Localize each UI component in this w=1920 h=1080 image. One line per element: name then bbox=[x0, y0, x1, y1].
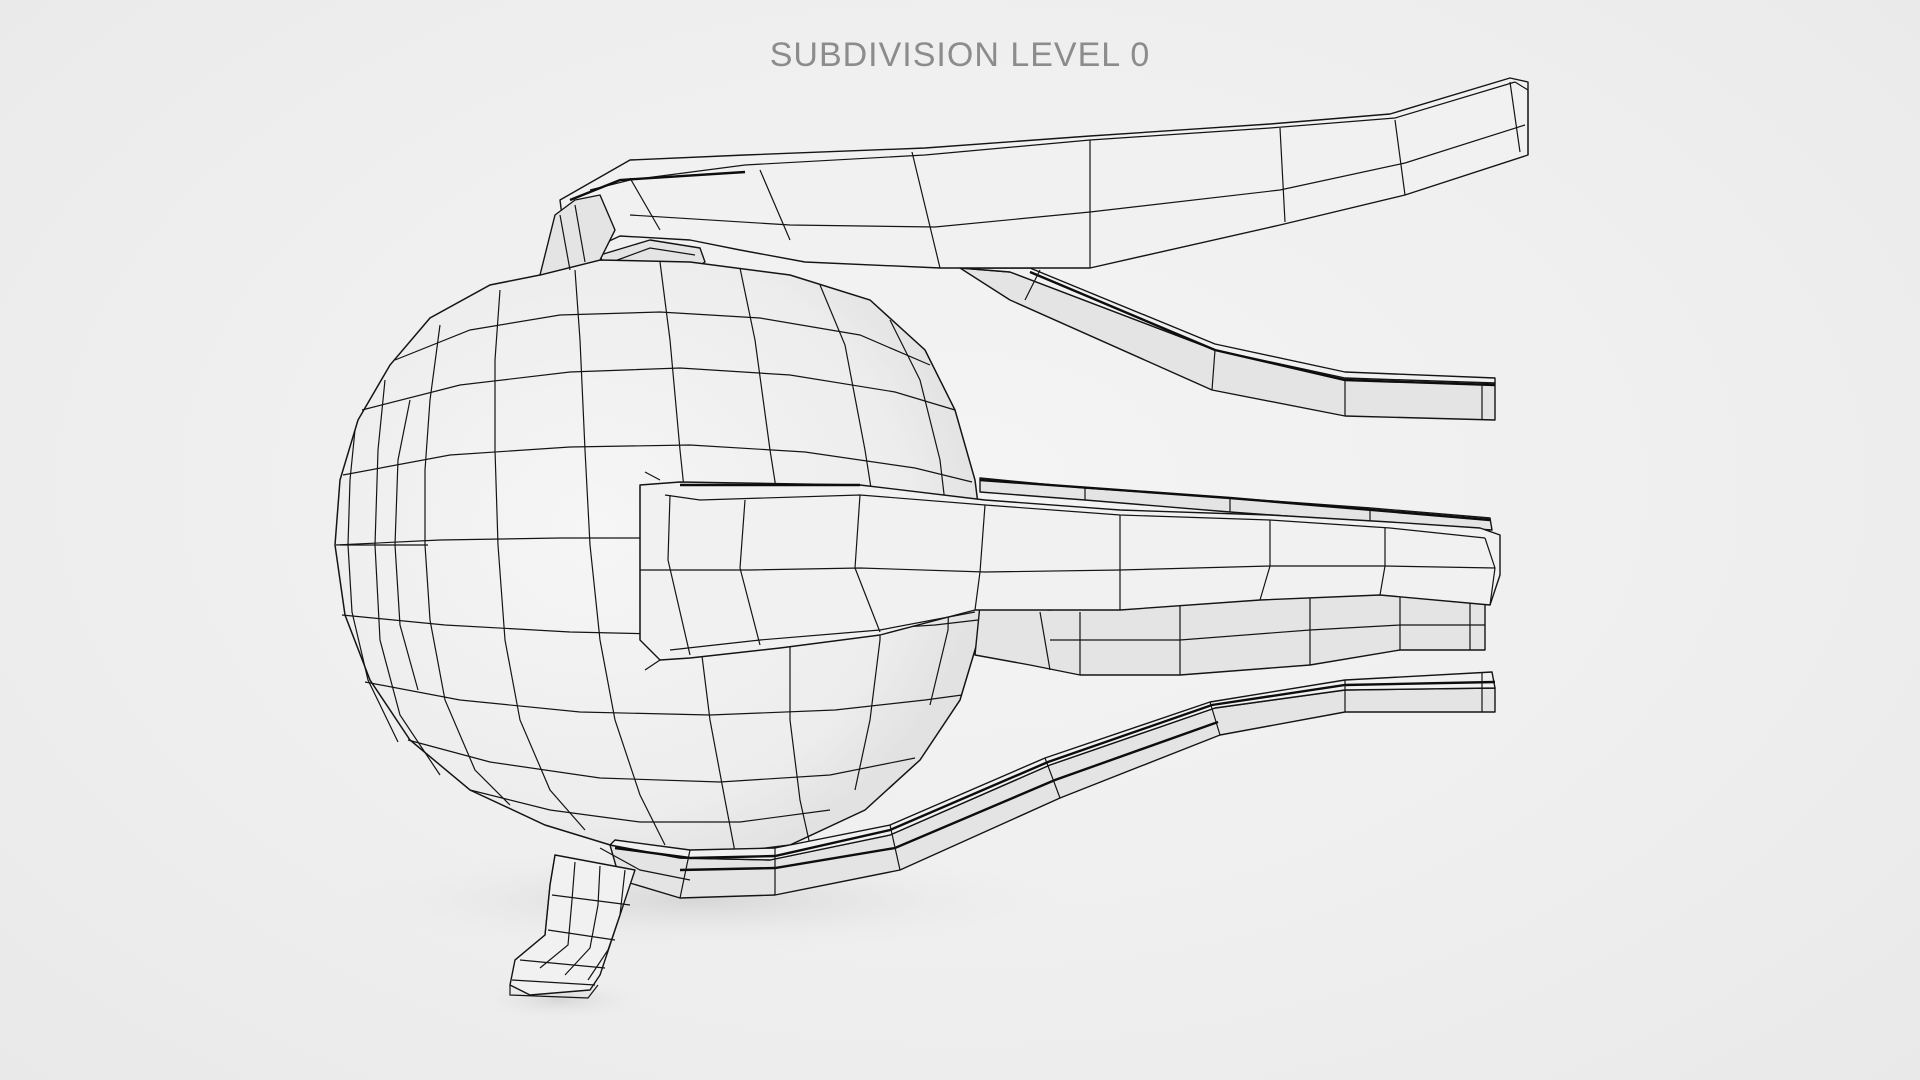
ground-shadow-small bbox=[470, 978, 650, 1022]
middle-rear-arm bbox=[974, 589, 1486, 676]
handle-stem bbox=[509, 854, 636, 999]
subdivision-level-caption: SUBDIVISION LEVEL 0 bbox=[769, 36, 1151, 74]
lower-arm bbox=[599, 671, 1496, 899]
center-arm bbox=[639, 471, 1501, 671]
upper-rear-arm bbox=[959, 267, 1496, 421]
upper-joint bbox=[539, 194, 616, 276]
upper-front-arm bbox=[559, 77, 1529, 281]
